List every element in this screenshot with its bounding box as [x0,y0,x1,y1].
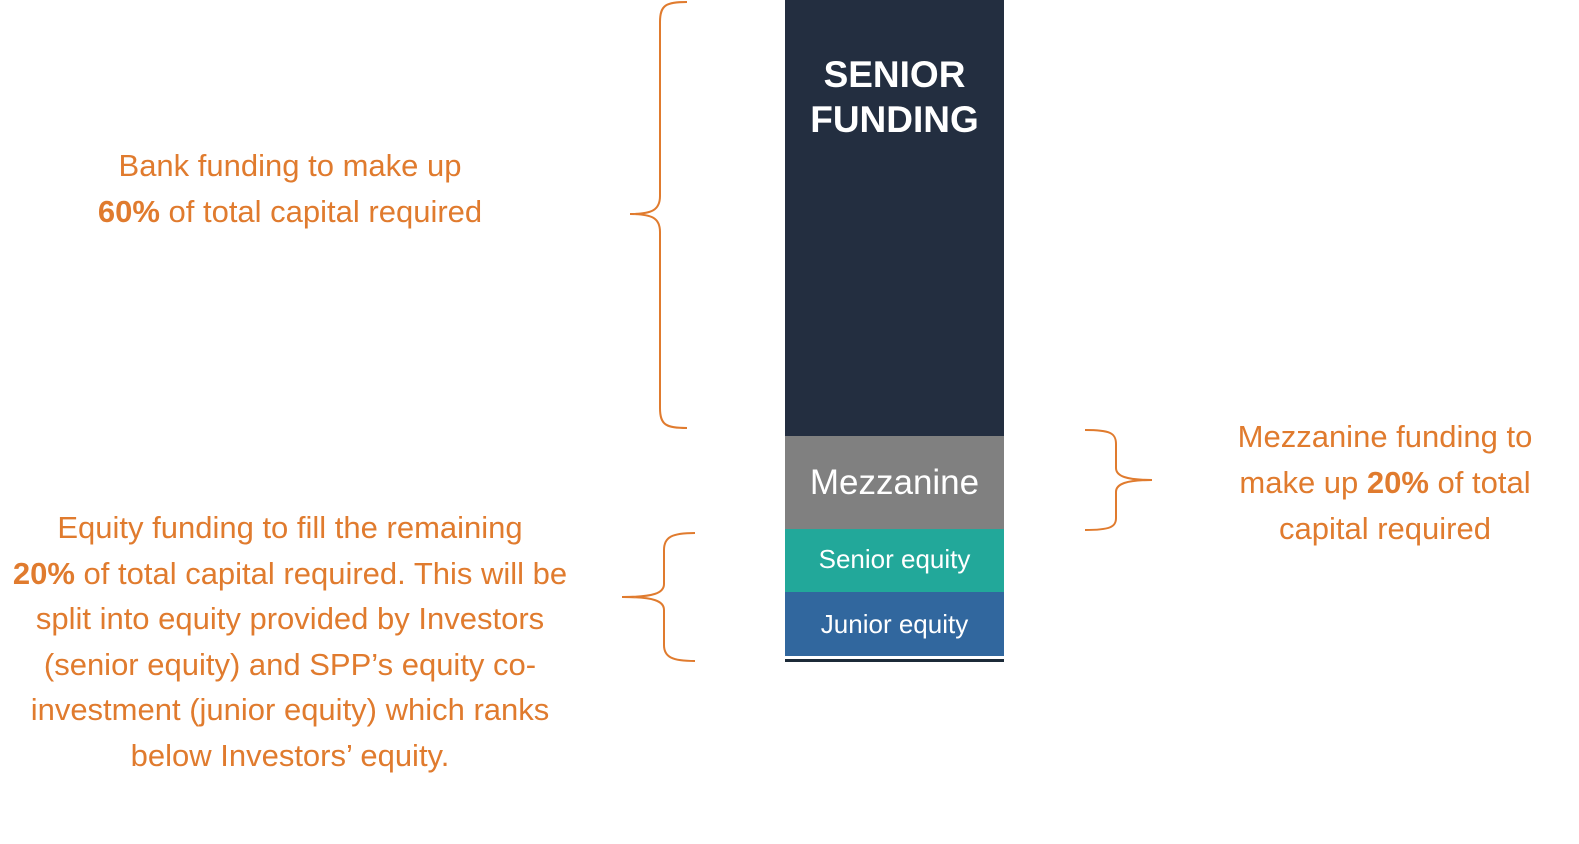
mezz-note-line1: Mezzanine funding to make up [1237,419,1533,500]
senior-funding-brace [629,1,688,429]
funding-stack: SENIOR FUNDING Mezzanine Senior equity J… [785,0,1004,662]
bank-note-line1: Bank funding to make up [118,148,462,183]
equity-note-rest: of total capital required. This will be … [30,555,568,773]
mezzanine-funding-note: Mezzanine funding to make up 20% of tota… [1200,414,1570,552]
bank-funding-note: Bank funding to make up 60% of total cap… [60,143,520,235]
mezz-note-pct: 20% [1366,465,1429,500]
equity-funding-note: Equity funding to fill the remaining 20%… [10,505,570,778]
mezzanine-label: Mezzanine [809,463,980,502]
junior-equity-segment: Junior equity [785,592,1004,656]
senior-equity-label: Senior equity [818,544,971,574]
senior-funding-segment: SENIOR FUNDING [785,0,1004,436]
mezz-note-rest: of total capital required [1279,465,1531,546]
bank-note-pct: 60% [97,194,160,229]
mezzanine-segment: Mezzanine [785,436,1004,529]
junior-equity-label: Junior equity [820,609,969,639]
senior-funding-label: SENIOR FUNDING [810,54,979,140]
senior-equity-segment: Senior equity [785,529,1004,592]
equity-note-pct: 20% [12,555,75,591]
equity-brace [621,532,696,662]
mezzanine-brace [1084,429,1153,531]
bank-note-rest: of total capital required [159,194,483,229]
equity-note-line1: Equity funding to fill the remaining [57,510,523,545]
